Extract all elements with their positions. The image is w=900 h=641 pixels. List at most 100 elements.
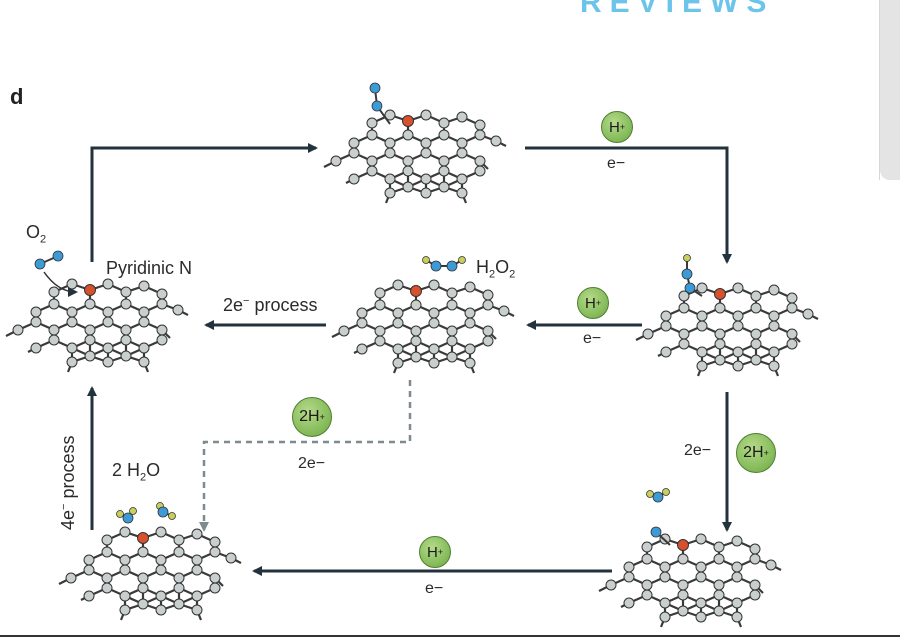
carbon-atom — [750, 354, 762, 366]
carbon-atom — [731, 535, 743, 547]
carbon-atom — [392, 357, 404, 369]
carbon-atom — [348, 173, 360, 185]
carbon-atom — [786, 338, 798, 350]
proton-plus: + — [619, 122, 626, 132]
carbon-atom — [374, 335, 386, 347]
hydrogen-atom — [422, 256, 430, 264]
oxygen-atom — [371, 100, 383, 112]
carbon-atom — [714, 302, 726, 314]
carbon-atom — [768, 284, 780, 296]
carbon-atom — [120, 324, 132, 336]
carbon-atom — [660, 310, 672, 322]
carbon-atom — [786, 328, 798, 340]
carbon-atom — [641, 589, 653, 601]
carbon-atom — [678, 328, 690, 340]
h2o-text: 2 H — [112, 460, 141, 480]
two-electron-label-right: 2e− — [684, 442, 712, 459]
catalyst-sheet-bottom-left — [58, 526, 242, 621]
carbon-atom — [12, 324, 24, 336]
carbon-atom — [696, 360, 708, 372]
carbon-atom — [641, 579, 653, 591]
carbon-atom — [191, 564, 203, 576]
carbon-atom — [732, 346, 744, 358]
carbon-atom — [410, 351, 422, 363]
carbon-atom — [660, 346, 672, 358]
oxygen-atom — [681, 268, 693, 280]
carbon-atom — [366, 117, 378, 129]
carbon-atom — [348, 137, 360, 149]
carbon-atom — [384, 147, 396, 159]
carbon-atom — [713, 605, 725, 617]
carbon-atom — [384, 109, 396, 121]
carbon-atom — [641, 553, 653, 565]
h2o2-o: O — [495, 257, 510, 277]
carbon-atom — [138, 316, 150, 328]
two-water-label: 2 H2O — [112, 460, 160, 484]
carbon-atom — [102, 342, 114, 354]
carbon-atom — [714, 354, 726, 366]
adsorption-arrow — [43, 271, 78, 297]
four-electron-process-label: 4e− process — [58, 436, 79, 531]
carbon-atom — [732, 360, 744, 372]
carbon-atom — [464, 281, 476, 293]
oxygen-atom — [157, 506, 169, 518]
carbon-atom — [83, 590, 95, 602]
scrollbar-handle[interactable] — [880, 0, 900, 180]
carbon-atom — [420, 187, 432, 199]
two-electron-label-dashed: 2e− — [298, 455, 326, 472]
pyridinic-n-label: Pyridinic N — [106, 258, 193, 278]
arrow-start-to-top — [90, 143, 318, 262]
carbon-atom — [225, 552, 237, 564]
carbon-atom — [30, 316, 42, 328]
carbon-atom — [456, 173, 468, 185]
hydrogen-atom — [116, 510, 124, 518]
process-2e-tail: process — [249, 295, 318, 315]
carbon-atom — [392, 279, 404, 291]
carbon-atom — [678, 302, 690, 314]
carbon-atom — [209, 546, 221, 558]
carbon-atom — [474, 155, 486, 167]
carbon-atom — [695, 561, 707, 573]
carbon-atom — [330, 155, 342, 167]
proton-badge-top: H+ — [601, 111, 633, 143]
carbon-atom — [120, 350, 132, 362]
catalyst-sheet-middle — [331, 279, 515, 374]
proton-badge-middle: H+ — [577, 287, 609, 319]
carbon-atom — [102, 278, 114, 290]
carbon-atom — [374, 325, 386, 337]
carbon-atom — [428, 357, 440, 369]
carbon-atom — [65, 572, 77, 584]
carbon-atom — [101, 582, 113, 594]
carbon-atom — [66, 306, 78, 318]
carbon-atom — [732, 320, 744, 332]
carbon-atom — [749, 579, 761, 591]
carbon-atom — [209, 582, 221, 594]
carbon-atom — [713, 553, 725, 565]
carbon-atom — [677, 589, 689, 601]
carbon-atom — [66, 342, 78, 354]
carbon-atom — [428, 317, 440, 329]
carbon-atom — [66, 316, 78, 328]
o2-label: O2 — [26, 222, 46, 246]
carbon-atom — [83, 554, 95, 566]
carbon-atom — [366, 129, 378, 141]
oxygen-atom — [650, 526, 662, 538]
electron-label-bottom: e− — [425, 580, 444, 597]
panel-letter: d — [10, 84, 24, 109]
hydrogen-atom — [662, 488, 670, 496]
carbon-atom — [623, 597, 635, 609]
carbon-atom — [659, 597, 671, 609]
carbon-atom — [84, 350, 96, 362]
two-proton-text: 2H — [299, 408, 320, 425]
hydrogen-atom — [683, 254, 691, 262]
arrow-dashed-h2o2-reduction — [199, 380, 412, 532]
h2o-tail: O — [146, 460, 161, 480]
carbon-atom — [402, 165, 414, 177]
carbon-atom — [714, 338, 726, 350]
pyridinic-n-atom — [402, 115, 414, 127]
carbon-atom — [101, 546, 113, 558]
carbon-atom — [428, 307, 440, 319]
carbon-atom — [456, 111, 468, 123]
carbon-atom — [374, 287, 386, 299]
